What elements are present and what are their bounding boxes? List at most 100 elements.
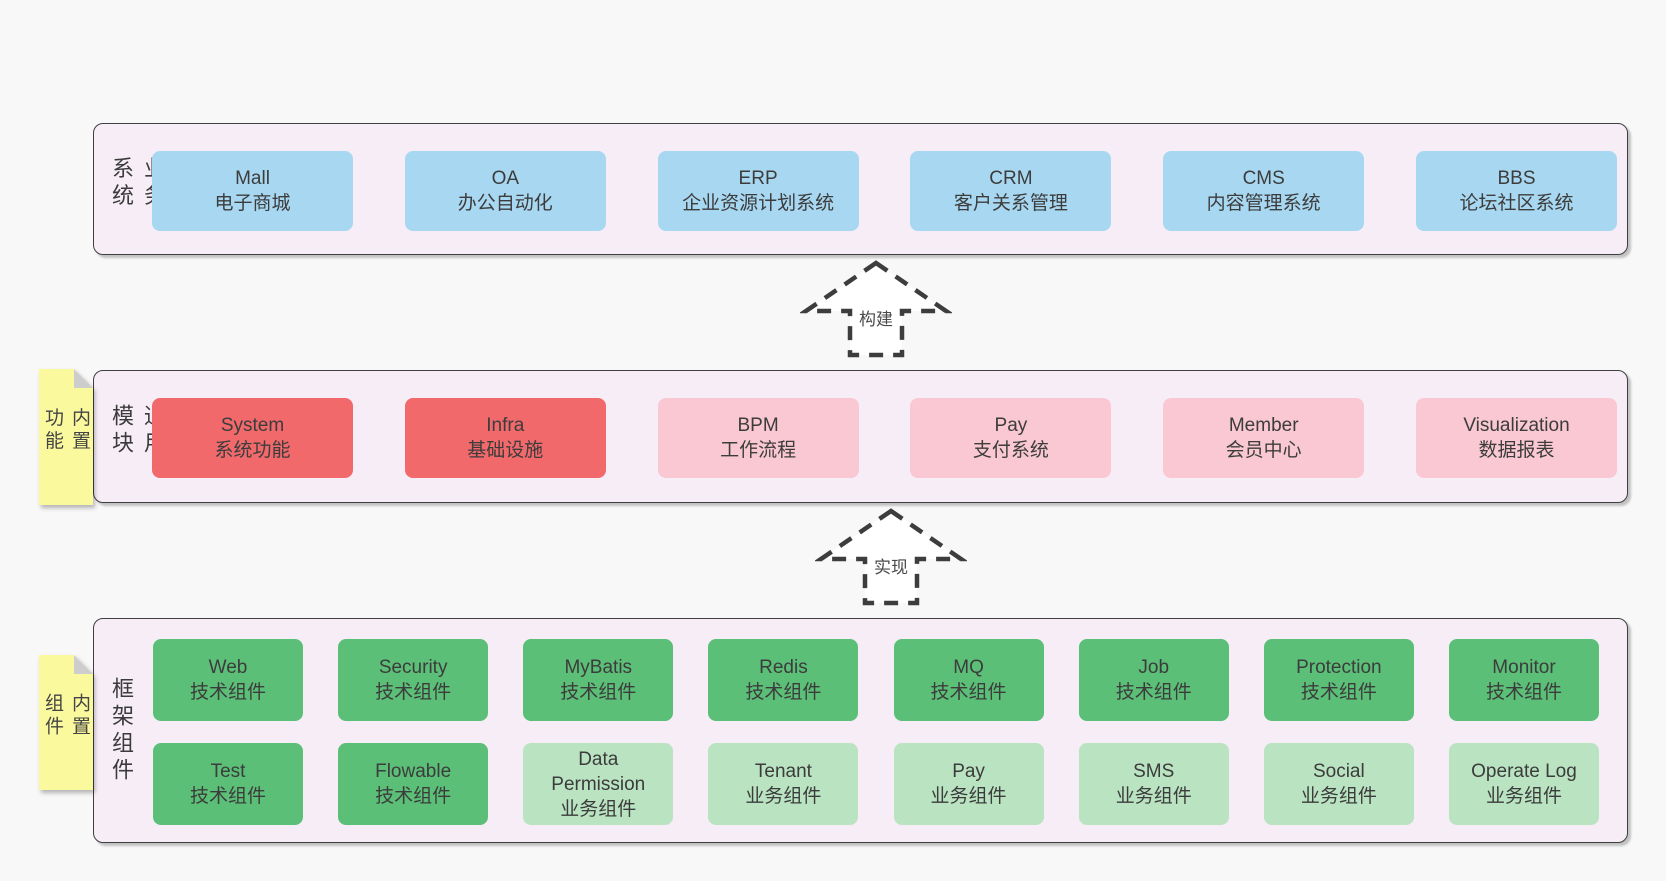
box-bbs: BBS 论坛社区系统 — [1415, 151, 1617, 231]
sticky-note-label: 内置组件 — [42, 692, 90, 739]
box-desc: 办公自动化 — [457, 193, 553, 214]
box-desc: 会员中心 — [1225, 440, 1302, 461]
box-cms: CMS 内容管理系统 — [1163, 151, 1365, 231]
box-name: Monitor — [1492, 657, 1556, 678]
box-name: Pay — [952, 761, 985, 782]
box-visualization: Visualization 数据报表 — [1415, 398, 1617, 478]
box-job: Job 技术组件 — [1078, 639, 1229, 721]
box-desc: 技术组件 — [189, 786, 266, 807]
box-tenant: Tenant 业务组件 — [708, 743, 859, 825]
box-name: BBS — [1497, 168, 1536, 189]
box-desc: 业务组件 — [1115, 786, 1192, 807]
box-crm: CRM 客户关系管理 — [910, 151, 1112, 231]
box-name: Social — [1312, 761, 1365, 782]
box-name: OA — [491, 168, 520, 189]
box-operate-log: Operate Log 业务组件 — [1448, 743, 1599, 825]
box-monitor: Monitor 技术组件 — [1448, 639, 1599, 721]
box-desc: 技术组件 — [189, 682, 266, 703]
box-mall: Mall 电子商城 — [152, 151, 353, 231]
box-desc: 技术组件 — [1485, 682, 1562, 703]
arrow-implement-label: 实现 — [871, 553, 911, 578]
box-data-permission: Data Permission 业务组件 — [523, 743, 674, 825]
box-mq: MQ 技术组件 — [893, 639, 1044, 721]
sticky-note-builtin-components: 内置组件 — [39, 655, 93, 790]
box-name: Visualization — [1463, 415, 1570, 436]
box-name: Pay — [994, 415, 1028, 436]
sticky-note-label: 内置功能 — [42, 407, 90, 454]
box-desc: 业务组件 — [930, 786, 1007, 807]
box-desc: 支付系统 — [972, 440, 1049, 461]
box-name: Operate Log — [1471, 761, 1577, 782]
box-bpm: BPM 工作流程 — [657, 398, 859, 478]
box-desc: 技术组件 — [375, 682, 452, 703]
box-desc: 论坛社区系统 — [1459, 193, 1574, 214]
box-name: Infra — [486, 415, 525, 436]
arrow-implement: 实现 — [815, 507, 967, 607]
box-redis: Redis 技术组件 — [708, 639, 859, 721]
box-desc: 业务组件 — [560, 798, 637, 820]
box-desc: 内容管理系统 — [1206, 193, 1321, 214]
box-security: Security 技术组件 — [338, 639, 489, 721]
box-web: Web 技术组件 — [153, 639, 303, 721]
box-name: CMS — [1242, 168, 1285, 189]
box-system: System 系统功能 — [152, 398, 353, 478]
box-desc: 技术组件 — [745, 682, 822, 703]
box-name: Security — [378, 657, 448, 678]
box-sms: SMS 业务组件 — [1078, 743, 1229, 825]
box-name: MQ — [953, 657, 984, 678]
box-desc: 基础设施 — [467, 440, 544, 461]
layer-common-modules: 通用模块 System 系统功能 Infra 基础设施 BPM 工作流程 Pay… — [93, 370, 1628, 503]
box-name: MyBatis — [564, 657, 633, 678]
box-name: Redis — [759, 657, 808, 678]
arrow-build: 构建 — [800, 259, 952, 359]
box-infra: Infra 基础设施 — [404, 398, 606, 478]
note-fold-icon — [74, 369, 93, 388]
box-name: Data Permission — [551, 748, 646, 795]
box-flowable: Flowable 技术组件 — [338, 743, 489, 825]
sticky-note-body: 内置功能 — [39, 369, 93, 505]
box-desc: 业务组件 — [745, 786, 822, 807]
layer-framework-components: 框架组件 Web 技术组件 Security 技术组件 MyBatis 技术组件… — [93, 618, 1628, 843]
box-name: CRM — [989, 168, 1033, 189]
components-row-1: Web 技术组件 Security 技术组件 MyBatis 技术组件 Redi… — [153, 639, 1599, 721]
box-oa: OA 办公自动化 — [404, 151, 606, 231]
box-name: Tenant — [754, 761, 812, 782]
box-mybatis: MyBatis 技术组件 — [523, 639, 674, 721]
box-desc: 电子商城 — [214, 193, 291, 214]
box-name: Test — [210, 761, 246, 782]
box-name: Flowable — [375, 761, 452, 782]
box-desc: 业务组件 — [1300, 786, 1377, 807]
box-desc: 业务组件 — [1485, 786, 1562, 807]
box-desc: 技术组件 — [1300, 682, 1377, 703]
box-desc: 技术组件 — [375, 786, 452, 807]
layer-business-systems: 业务系统 Mall 电子商城 OA 办公自动化 ERP 企业资源计划系统 CRM… — [93, 123, 1628, 255]
box-desc: 工作流程 — [720, 440, 797, 461]
box-desc: 技术组件 — [1115, 682, 1192, 703]
box-name: Protection — [1296, 657, 1382, 678]
box-desc: 技术组件 — [930, 682, 1007, 703]
layer-label-framework-components: 框架组件 — [109, 676, 134, 785]
box-name: Web — [208, 657, 248, 678]
box-desc: 系统功能 — [214, 440, 291, 461]
box-name: Member — [1228, 415, 1299, 436]
box-name: Mall — [235, 168, 270, 189]
sticky-note-builtin-features: 内置功能 — [39, 369, 93, 505]
box-desc: 企业资源计划系统 — [682, 193, 835, 214]
sticky-note-body: 内置组件 — [39, 655, 93, 790]
box-name: ERP — [738, 168, 778, 189]
box-protection: Protection 技术组件 — [1263, 639, 1414, 721]
box-test: Test 技术组件 — [153, 743, 303, 825]
box-desc: 数据报表 — [1478, 440, 1555, 461]
modules-boxes-row: System 系统功能 Infra 基础设施 BPM 工作流程 Pay 支付系统… — [152, 398, 1617, 478]
components-row-2: Test 技术组件 Flowable 技术组件 Data Permission … — [153, 743, 1599, 825]
box-social: Social 业务组件 — [1263, 743, 1414, 825]
box-desc: 客户关系管理 — [953, 193, 1068, 214]
box-name: System — [220, 415, 285, 436]
box-pay-component: Pay 业务组件 — [893, 743, 1044, 825]
box-pay-module: Pay 支付系统 — [910, 398, 1112, 478]
box-name: BPM — [737, 415, 779, 436]
box-name: Job — [1138, 657, 1170, 678]
box-name: SMS — [1133, 761, 1175, 782]
box-desc: 技术组件 — [560, 682, 637, 703]
